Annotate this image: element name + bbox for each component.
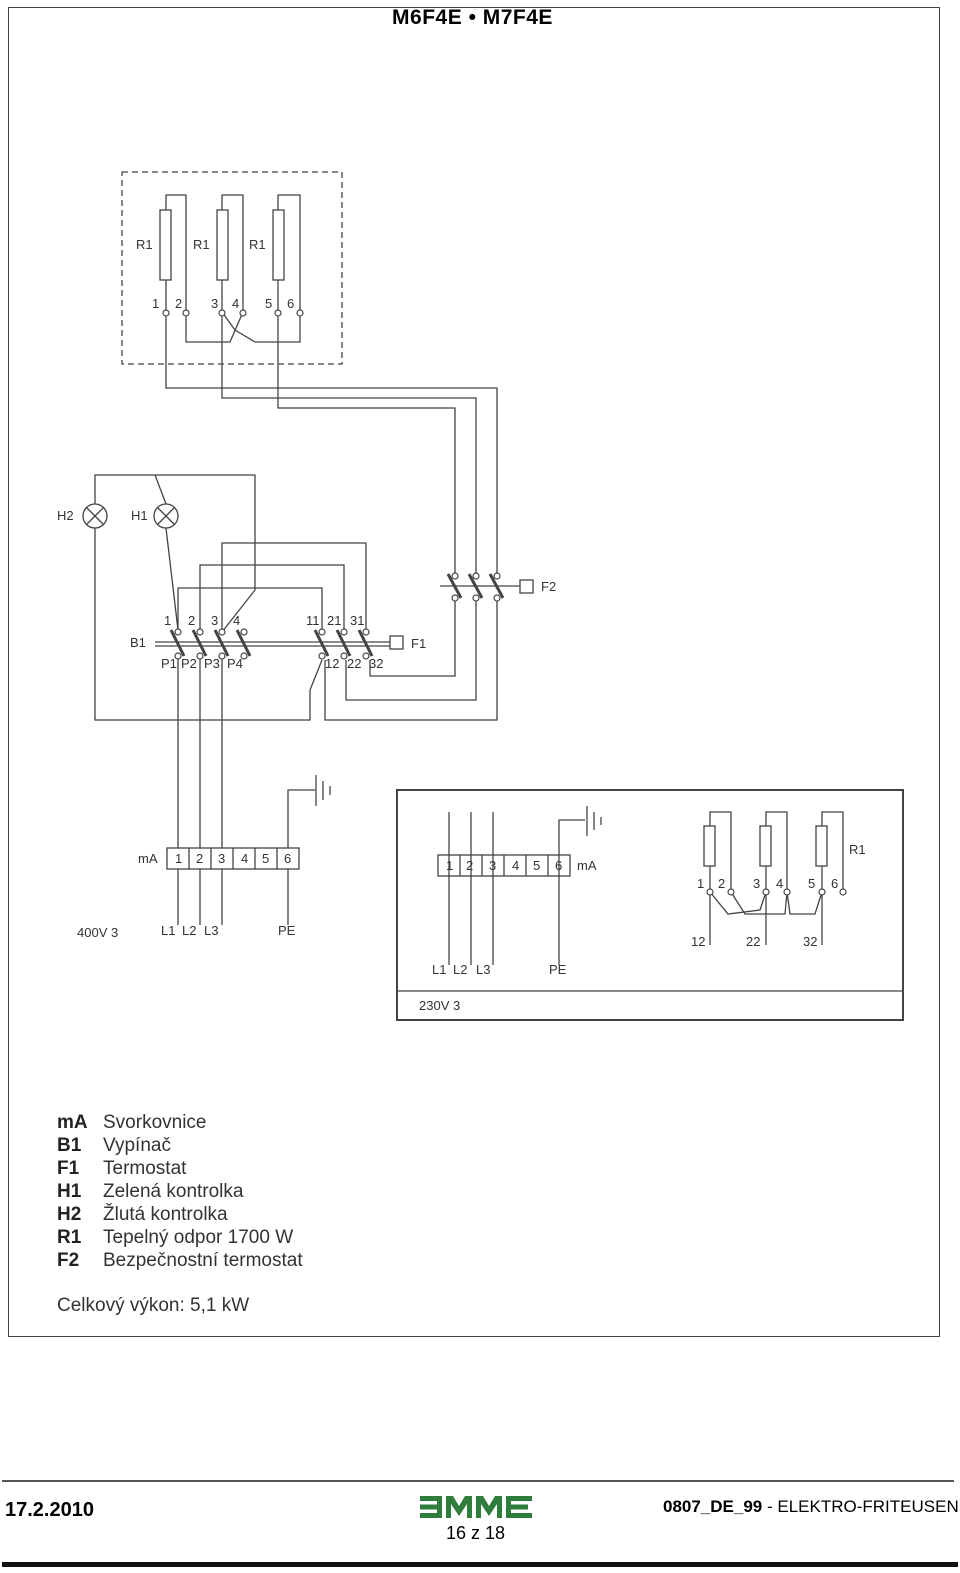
legend-text: Tepelný odpor 1700 W [103, 1227, 294, 1248]
heater-box [121, 171, 343, 365]
svg-text:3: 3 [489, 858, 496, 873]
legend-code: B1 [57, 1135, 82, 1156]
svg-text:2: 2 [718, 876, 725, 891]
label-b1: B1 [130, 635, 146, 650]
footer-rule [2, 1480, 954, 1482]
legend-row: B1 Vypínač [57, 1135, 303, 1158]
footer-bar [2, 1562, 958, 1567]
legend-row: mA Svorkovnice [57, 1112, 303, 1135]
label-r1-a: R1 [136, 237, 153, 252]
legend-code: F1 [57, 1158, 80, 1179]
legend-code: R1 [57, 1227, 82, 1248]
legend-code: F2 [57, 1250, 80, 1271]
legend-row: H2 Žlutá kontrolka [57, 1204, 303, 1227]
resistor-r1-b [216, 209, 229, 281]
svg-text:5: 5 [262, 851, 269, 866]
svg-text:31: 31 [350, 613, 364, 628]
label-h2: H2 [57, 508, 74, 523]
svg-text:3: 3 [218, 851, 225, 866]
legend-text: Svorkovnice [103, 1112, 207, 1133]
svg-text:1: 1 [164, 613, 171, 628]
svg-text:5: 5 [265, 296, 272, 311]
legend-text: Bezpečnostní termostat [103, 1250, 303, 1271]
svg-text:1: 1 [446, 858, 453, 873]
svg-text:21: 21 [327, 613, 341, 628]
footer-date: 17.2.2010 [5, 1499, 94, 1521]
svg-text:L2: L2 [453, 962, 467, 977]
svg-text:2: 2 [466, 858, 473, 873]
svg-text:PE: PE [549, 962, 567, 977]
label-f1: F1 [411, 636, 426, 651]
svg-text:2: 2 [196, 851, 203, 866]
legend-code: H1 [57, 1181, 82, 1202]
svg-text:P3: P3 [204, 656, 220, 671]
legend-text: Termostat [103, 1158, 187, 1179]
svg-text:11: 11 [306, 613, 320, 628]
resistor-r1-a [159, 209, 172, 281]
wiring-diagram: R1 R1 R1 12 34 56 H2 H1 F2 B1 F1 12 34 1… [57, 171, 904, 1021]
label-400v: 400V 3 [77, 925, 118, 940]
svg-text:4: 4 [776, 876, 783, 891]
svg-text:L1: L1 [432, 962, 446, 977]
svg-text:3: 3 [211, 296, 218, 311]
label-r1-c: R1 [249, 237, 266, 252]
page-frame [8, 7, 940, 1337]
svg-text:1: 1 [175, 851, 182, 866]
legend-row: F2 Bezpečnostní termostat [57, 1250, 303, 1273]
label-r1-b: R1 [193, 237, 210, 252]
svg-text:1: 1 [152, 296, 159, 311]
legend-row: R1 Tepelný odpor 1700 W [57, 1227, 303, 1250]
svg-text:1: 1 [697, 876, 704, 891]
svg-text:6: 6 [284, 851, 291, 866]
svg-text:22: 22 [746, 934, 760, 949]
svg-text:6: 6 [555, 858, 562, 873]
inset-230v [396, 789, 904, 1021]
svg-text:4: 4 [232, 296, 239, 311]
document-id: 0807_DE_99 - ELEKTRO-FRITEUSEN [663, 1497, 959, 1516]
svg-text:P1: P1 [161, 656, 177, 671]
svg-text:L3: L3 [204, 923, 218, 938]
svg-text:4: 4 [512, 858, 519, 873]
legend-text: Vypínač [103, 1135, 171, 1156]
svg-text:P4: P4 [227, 656, 243, 671]
total-power: Celkový výkon: 5,1 kW [57, 1295, 250, 1316]
label-ma-400v: mA [138, 851, 158, 866]
svg-text:3: 3 [753, 876, 760, 891]
svg-text:3: 3 [211, 613, 218, 628]
legend-code: mA [57, 1112, 88, 1133]
legend-text: Žlutá kontrolka [103, 1204, 228, 1225]
legend-row: H1 Zelená kontrolka [57, 1181, 303, 1204]
svg-text:5: 5 [808, 876, 815, 891]
svg-text:6: 6 [287, 296, 294, 311]
svg-text:2: 2 [188, 613, 195, 628]
resistor-r1-c [272, 209, 285, 281]
legend-code: H2 [57, 1204, 82, 1225]
svg-text:32: 32 [803, 934, 817, 949]
brand-logo [420, 1496, 532, 1518]
svg-text:L2: L2 [182, 923, 196, 938]
svg-text:4: 4 [233, 613, 240, 628]
svg-text:2: 2 [175, 296, 182, 311]
svg-text:22: 22 [347, 656, 361, 671]
svg-text:4: 4 [241, 851, 248, 866]
svg-text:5: 5 [533, 858, 540, 873]
page-title: M6F4E • M7F4E [392, 6, 553, 29]
svg-text:P2: P2 [181, 656, 197, 671]
label-230v: 230V 3 [419, 998, 460, 1013]
label-h1: H1 [131, 508, 148, 523]
svg-text:12: 12 [691, 934, 705, 949]
svg-text:L1: L1 [161, 923, 175, 938]
legend-text: Zelená kontrolka [103, 1181, 244, 1202]
label-r1-inset: R1 [849, 842, 866, 857]
svg-text:32: 32 [369, 656, 383, 671]
svg-text:PE: PE [278, 923, 296, 938]
svg-text:6: 6 [831, 876, 838, 891]
svg-text:12: 12 [325, 656, 339, 671]
svg-text:L3: L3 [476, 962, 490, 977]
label-ma-230v: mA [577, 858, 597, 873]
label-f2: F2 [541, 579, 556, 594]
legend-row: F1 Termostat [57, 1158, 303, 1181]
page-number: 16 z 18 [446, 1523, 506, 1543]
